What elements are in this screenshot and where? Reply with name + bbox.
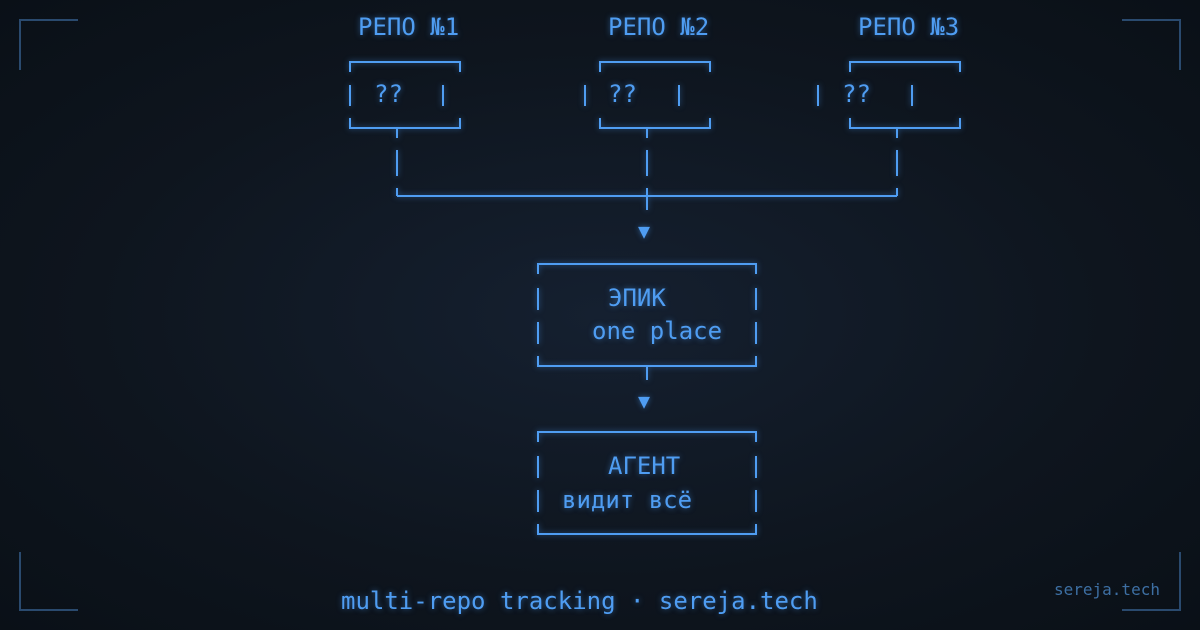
agent-subtitle: видит всё — [562, 486, 693, 514]
repo-connectors — [396, 128, 898, 210]
repo-box-2 — [584, 61, 711, 129]
brand-label: sereja.tech — [1054, 580, 1160, 599]
corner-bottom-left — [19, 552, 78, 611]
repo-box-3 — [817, 61, 961, 129]
arrow-down-icon: ▼ — [638, 389, 651, 413]
epic-box — [537, 263, 757, 380]
repo-title-1: РЕПО №1 — [358, 13, 460, 41]
repo-title-2: РЕПО №2 — [608, 13, 710, 41]
repo-content-2: ?? — [608, 80, 637, 108]
repo-content-3: ?? — [842, 80, 871, 108]
corner-top-left — [19, 19, 78, 70]
corner-frame — [19, 19, 1181, 611]
epic-subtitle: one place — [592, 317, 723, 345]
repo-title-3: РЕПО №3 — [858, 13, 960, 41]
agent-title: АГЕНТ — [608, 452, 681, 480]
corner-bottom-right — [1122, 552, 1181, 611]
corner-top-right — [1122, 19, 1181, 70]
footer-caption: multi-repo tracking · sereja.tech — [341, 587, 818, 615]
repo-content-1: ?? — [374, 80, 403, 108]
arrow-down-icon: ▼ — [638, 219, 651, 243]
agent-box — [537, 431, 757, 535]
repo-box-1 — [349, 61, 461, 129]
epic-title: ЭПИК — [608, 284, 666, 312]
